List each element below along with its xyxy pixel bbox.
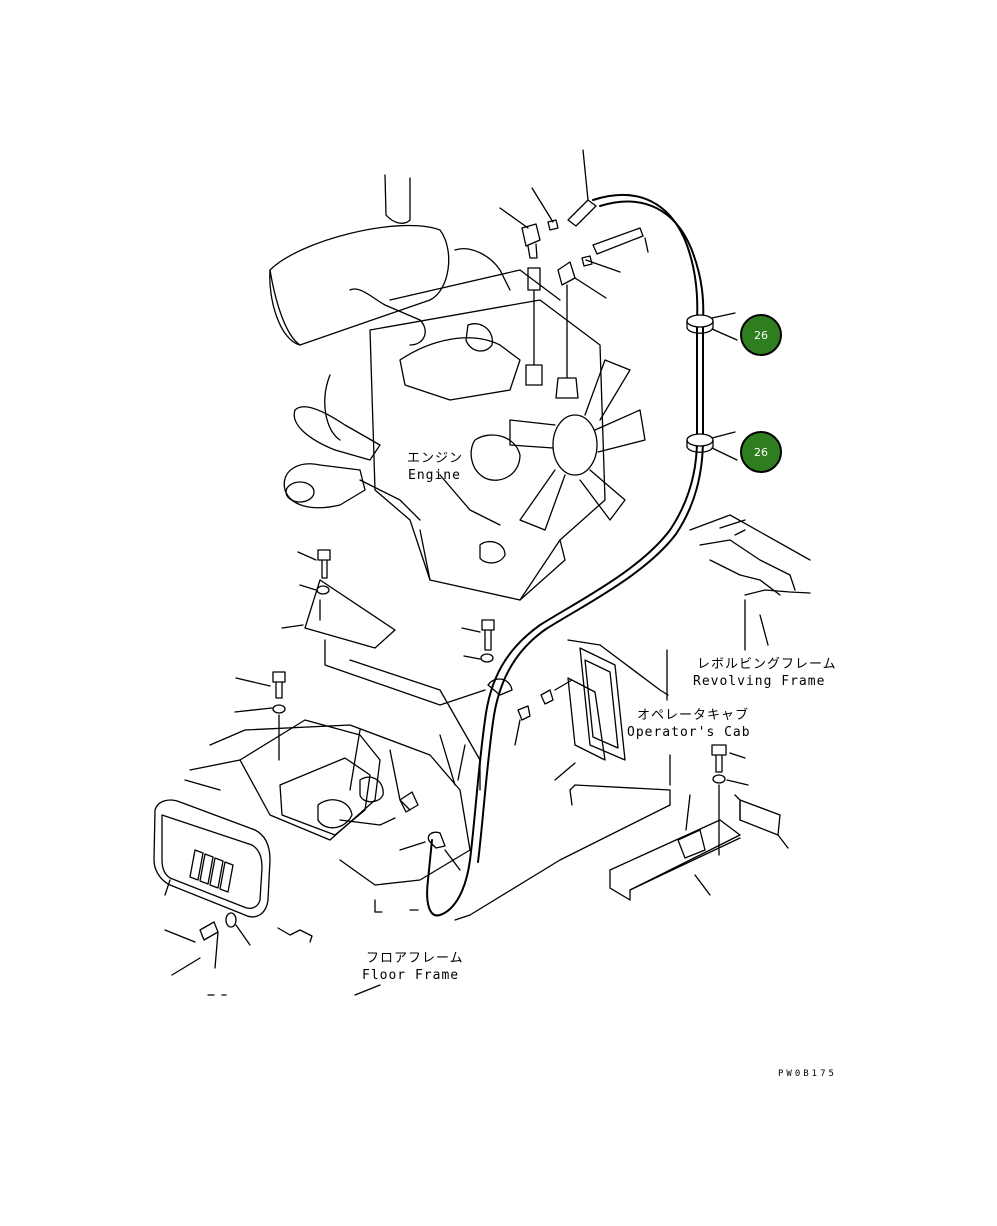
revolving-frame [689, 514, 811, 651]
drawing-code: PW0B175 [778, 1069, 837, 1079]
leader-lines-top [499, 149, 738, 461]
engine-assembly [269, 174, 646, 601]
callout-26-lower[interactable]: 26 [740, 431, 782, 473]
revolving-frame-label-en: Revolving Frame [693, 674, 825, 689]
operator-cab-label-jp: オペレータキャブ [637, 707, 749, 723]
floor-frame-label-en: Floor Frame [362, 968, 459, 983]
floor-frame [153, 549, 671, 996]
cooling-fan [509, 359, 646, 531]
floor-frame-label-jp: フロアフレーム [366, 951, 464, 966]
operator-cab-parts [514, 639, 789, 901]
callout-number: 26 [754, 446, 768, 459]
callout-bubble[interactable] [740, 314, 782, 356]
operator-cab-label-en: Operator's Cab [627, 725, 751, 740]
revolving-frame-label-jp: レボルビングフレーム [697, 657, 837, 672]
callout-number: 26 [754, 329, 768, 342]
sensor-and-pipe-parts [567, 199, 644, 267]
hose-line [426, 194, 714, 917]
callout-bubble[interactable] [740, 431, 782, 473]
cover-grille [189, 849, 234, 893]
engine-label-jp: エンジン [407, 451, 463, 466]
callout-26-upper[interactable]: 26 [740, 314, 782, 356]
text-labels: エンジン Engine レボルビングフレーム Revolving Frame オ… [362, 451, 837, 1079]
engine-label-en: Engine [408, 468, 461, 483]
